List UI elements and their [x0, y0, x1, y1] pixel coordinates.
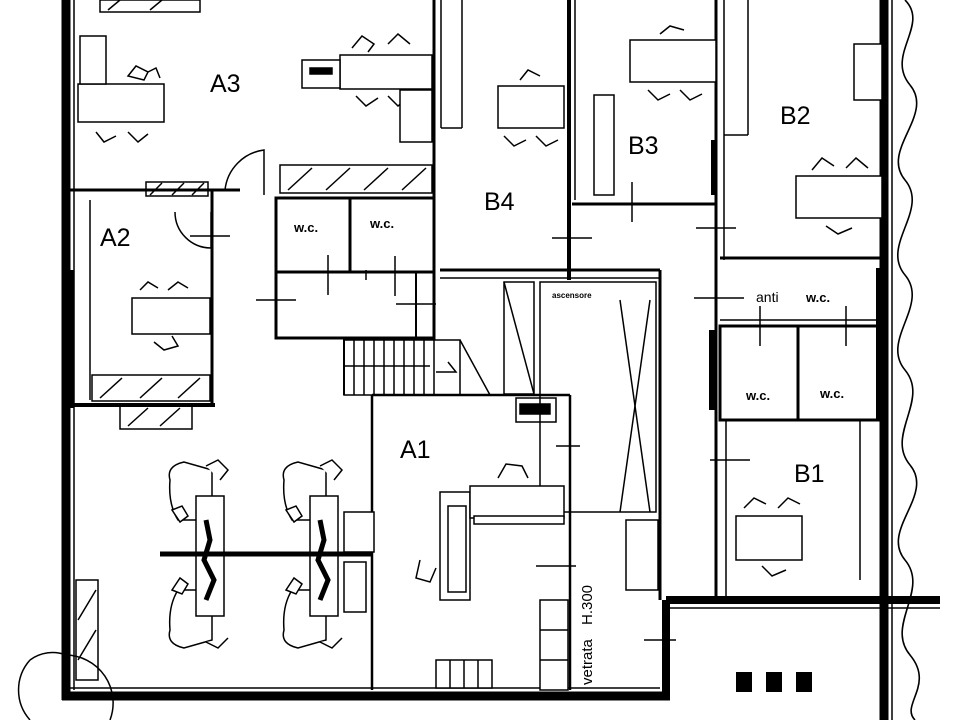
vetrata-label: vetrata	[579, 638, 596, 685]
room-label-b1: B1	[794, 460, 825, 488]
wc-label: w.c.	[369, 216, 394, 231]
wc-label: w.c.	[819, 386, 844, 401]
room-label-b4: B4	[484, 188, 515, 216]
wc-label: w.c.	[293, 220, 318, 235]
furniture	[77, 25, 883, 691]
wc-label: w.c.	[805, 290, 830, 305]
lift-label: ascensore	[552, 291, 592, 300]
elevator-shaft	[503, 281, 657, 513]
room-label-a1: A1	[400, 436, 431, 464]
staircase	[343, 339, 491, 396]
cable-tray-right	[315, 519, 331, 601]
anti-label: anti	[756, 289, 779, 305]
room-label-a2: A2	[100, 224, 131, 252]
axis-markers	[190, 182, 847, 641]
wc-label: w.c.	[745, 388, 770, 403]
doors	[17, 149, 265, 720]
height-label: H.300	[579, 585, 596, 625]
room-label-b3: B3	[628, 132, 659, 160]
room-label-a3: A3	[210, 70, 241, 98]
entrance-markers	[736, 672, 812, 692]
room-label-b2: B2	[780, 102, 811, 130]
hatched-strips	[75, 0, 433, 681]
cable-tray-left	[201, 519, 217, 601]
break-line	[897, 0, 921, 720]
